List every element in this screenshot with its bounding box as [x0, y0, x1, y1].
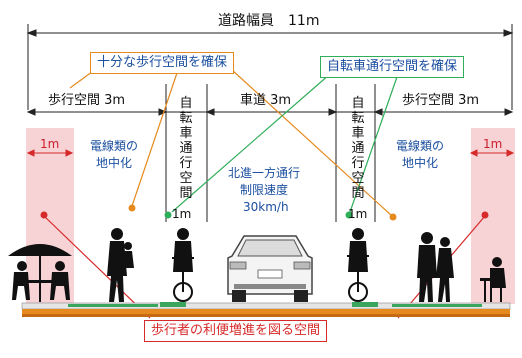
pedestrian-icon: [107, 228, 134, 302]
underground-left-label: 電線類の地中化: [89, 139, 138, 170]
green-dot-right: [345, 211, 353, 219]
bike-left-label: 自転車通行空間: [179, 96, 193, 201]
road-surface: [21, 302, 511, 317]
red-dot-left: [40, 211, 48, 219]
green-dot-left: [164, 211, 172, 219]
couple-walking-icon: [417, 232, 454, 302]
callout-bicycle-box: 自転車通行空間を確保: [320, 56, 465, 78]
bike-width-left: 1m: [172, 207, 192, 221]
sidewalk-left-label: 歩行空間 3m: [48, 93, 126, 108]
cafe-chair-icon: [480, 257, 506, 302]
edge-width-right: 1m: [483, 137, 503, 151]
carriageway-label: 車道 3m: [240, 93, 292, 108]
orange-dot-left: [128, 204, 136, 212]
overall-dimension-line: [26, 24, 514, 110]
green-leader-lines: [171, 73, 399, 213]
red-dot-right: [481, 211, 489, 219]
car-rear-icon: [227, 235, 313, 302]
road-width-label: 道路幅員 11m: [214, 14, 324, 28]
dining-table-umbrella-icon: [8, 244, 72, 302]
callout-bottom-box: 歩行者の利便増進を図る空間: [144, 320, 328, 342]
lane-info-line2: 制限速度: [240, 183, 289, 197]
orange-dot-right: [389, 213, 397, 221]
underground-right-label: 電線類の地中化: [395, 139, 444, 170]
edge-width-left: 1m: [40, 137, 60, 151]
bike-width-right: 1m: [348, 207, 368, 221]
sidewalk-right-label: 歩行空間 3m: [402, 93, 480, 108]
callout-sidewalk-box: 十分な歩行空間を確保: [90, 52, 235, 74]
edge-dimension-markers: [26, 149, 515, 157]
lane-info-line3: 30km/h: [243, 200, 289, 214]
lane-info-line1: 北進一方通行: [228, 166, 301, 180]
bike-right-label: 自転車通行空間: [351, 96, 365, 201]
